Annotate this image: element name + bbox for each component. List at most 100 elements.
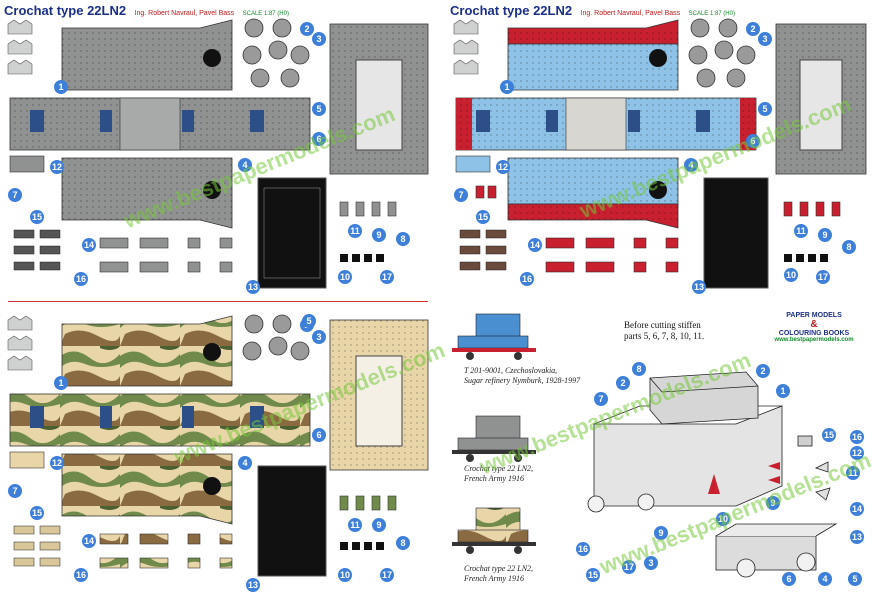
callout-9b: 9 bbox=[654, 526, 668, 540]
part-number-6: 6 bbox=[312, 132, 326, 146]
part-number-17: 17 bbox=[380, 568, 394, 582]
callout-1: 1 bbox=[776, 384, 790, 398]
blue-red-parts-art bbox=[453, 18, 867, 289]
sheet-blue-red: Crochat type 22LN2 Ing. Robert Navraul, … bbox=[446, 0, 873, 300]
locomotive-thumbnails bbox=[452, 313, 838, 578]
part-number-3: 3 bbox=[312, 330, 326, 344]
sheet-title: Crochat type 22LN2 bbox=[4, 3, 127, 18]
part-number-11: 11 bbox=[794, 224, 808, 238]
logo-line-1: PAPER MODELS bbox=[786, 312, 842, 319]
scale-label: SCALE 1:87 (H0) bbox=[242, 11, 289, 17]
caption-blue: T 201-9001, Czechoslovakia, Sugar refine… bbox=[464, 366, 580, 386]
sheet-title: Crochat type 22LN2 bbox=[450, 3, 573, 18]
part-number-4: 4 bbox=[684, 158, 698, 172]
part-number-15: 15 bbox=[30, 210, 44, 224]
publisher-logo: PAPER MODELS & COLOURING BOOKS www.bestp… bbox=[764, 312, 864, 343]
part-number-16: 16 bbox=[74, 272, 88, 286]
part-number-13: 13 bbox=[246, 280, 260, 294]
sheet-grey: Crochat type 22LN2 Ing. Robert Navraul, … bbox=[0, 0, 436, 300]
callout-9a: 9 bbox=[766, 496, 780, 510]
part-number-11: 11 bbox=[348, 518, 362, 532]
part-number-7: 7 bbox=[8, 484, 22, 498]
sheet-camo: 1 2 3 4 5 6 7 8 9 10 11 12 13 14 15 16 1… bbox=[0, 306, 448, 599]
caption-grey: Crochat type 22 LN2, French Army 1916 bbox=[464, 464, 533, 484]
part-number-1: 1 bbox=[54, 376, 68, 390]
callout-10: 10 bbox=[716, 512, 730, 526]
part-number-9: 9 bbox=[372, 518, 386, 532]
callout-6: 6 bbox=[782, 572, 796, 586]
caption-blue-line-2: Sugar refinery Nymburk, 1928-1997 bbox=[464, 376, 581, 385]
logo-line-3: COLOURING BOOKS bbox=[778, 330, 850, 337]
caption-camo: Crochat type 22 LN2, French Army 1916 bbox=[464, 564, 533, 584]
assembly-drawing bbox=[587, 371, 838, 578]
part-number-1: 1 bbox=[54, 80, 68, 94]
callout-5: 5 bbox=[848, 572, 862, 586]
part-number-13: 13 bbox=[692, 280, 706, 294]
callout-15b: 15 bbox=[586, 568, 600, 582]
part-number-6: 6 bbox=[312, 428, 326, 442]
part-number-3: 3 bbox=[312, 32, 326, 46]
part-number-6: 6 bbox=[746, 134, 760, 148]
caption-camo-line-2: French Army 1916 bbox=[464, 574, 524, 583]
part-number-9: 9 bbox=[818, 228, 832, 242]
part-number-10: 10 bbox=[784, 268, 798, 282]
caption-grey-line-1: Crochat type 22 LN2, bbox=[464, 464, 534, 473]
sheet-header: Crochat type 22LN2 Ing. Robert Navraul, … bbox=[450, 2, 735, 20]
callout-11: 11 bbox=[846, 466, 860, 480]
sheet-header: Crochat type 22LN2 Ing. Robert Navraul, … bbox=[4, 2, 289, 20]
callout-17: 17 bbox=[622, 560, 636, 574]
part-number-13: 13 bbox=[246, 578, 260, 592]
part-number-14: 14 bbox=[82, 238, 96, 252]
scale-label: SCALE 1:87 (H0) bbox=[688, 11, 735, 17]
part-number-15: 15 bbox=[476, 210, 490, 224]
author-credit: Ing. Robert Navraul, Pavel Bass bbox=[134, 10, 235, 17]
callout-2b: 2 bbox=[616, 376, 630, 390]
part-number-8: 8 bbox=[842, 240, 856, 254]
part-number-15: 15 bbox=[30, 506, 44, 520]
callout-8: 8 bbox=[632, 362, 646, 376]
callout-2a: 2 bbox=[756, 364, 770, 378]
part-number-9: 9 bbox=[372, 228, 386, 242]
part-number-10: 10 bbox=[338, 270, 352, 284]
callout-14: 14 bbox=[850, 502, 864, 516]
part-number-8: 8 bbox=[396, 536, 410, 550]
callout-13: 13 bbox=[850, 530, 864, 544]
part-number-14: 14 bbox=[528, 238, 542, 252]
sheet-instructions: Before cutting stiffen parts 5, 6, 7, 8,… bbox=[446, 306, 873, 599]
stiffen-note-line-2: parts 5, 6, 7, 8, 10, 11. bbox=[624, 331, 705, 341]
part-number-1: 1 bbox=[500, 80, 514, 94]
callout-4: 4 bbox=[818, 572, 832, 586]
callout-16a: 16 bbox=[850, 430, 864, 444]
grey-parts-art bbox=[7, 18, 429, 289]
callout-12: 12 bbox=[850, 446, 864, 460]
part-number-12: 12 bbox=[496, 160, 510, 174]
thumb-camo bbox=[452, 507, 536, 554]
callout-7: 7 bbox=[594, 392, 608, 406]
part-number-10: 10 bbox=[338, 568, 352, 582]
part-number-17: 17 bbox=[380, 270, 394, 284]
camo-parts-art bbox=[7, 314, 429, 577]
part-number-5: 5 bbox=[312, 102, 326, 116]
part-number-7: 7 bbox=[8, 188, 22, 202]
part-number-5: 5 bbox=[758, 102, 772, 116]
part-number-14: 14 bbox=[82, 534, 96, 548]
callout-16b: 16 bbox=[576, 542, 590, 556]
callout-3: 3 bbox=[644, 556, 658, 570]
part-number-4: 4 bbox=[238, 456, 252, 470]
thumb-grey bbox=[452, 415, 536, 462]
part-number-17: 17 bbox=[816, 270, 830, 284]
stiffen-note: Before cutting stiffen parts 5, 6, 7, 8,… bbox=[624, 320, 704, 342]
part-number-16: 16 bbox=[74, 568, 88, 582]
part-number-2: 2 bbox=[746, 22, 760, 36]
part-number-11: 11 bbox=[348, 224, 362, 238]
part-number-2: 2 bbox=[300, 22, 314, 36]
part-number-4: 4 bbox=[238, 158, 252, 172]
logo-line-2: & bbox=[810, 319, 818, 330]
thumb-blue bbox=[452, 313, 536, 360]
part-number-5: 5 bbox=[302, 314, 316, 328]
part-number-12: 12 bbox=[50, 456, 64, 470]
part-number-8: 8 bbox=[396, 232, 410, 246]
sheet-divider bbox=[8, 301, 428, 302]
part-number-12: 12 bbox=[50, 160, 64, 174]
caption-blue-line-1: T 201-9001, Czechoslovakia, bbox=[464, 366, 558, 375]
